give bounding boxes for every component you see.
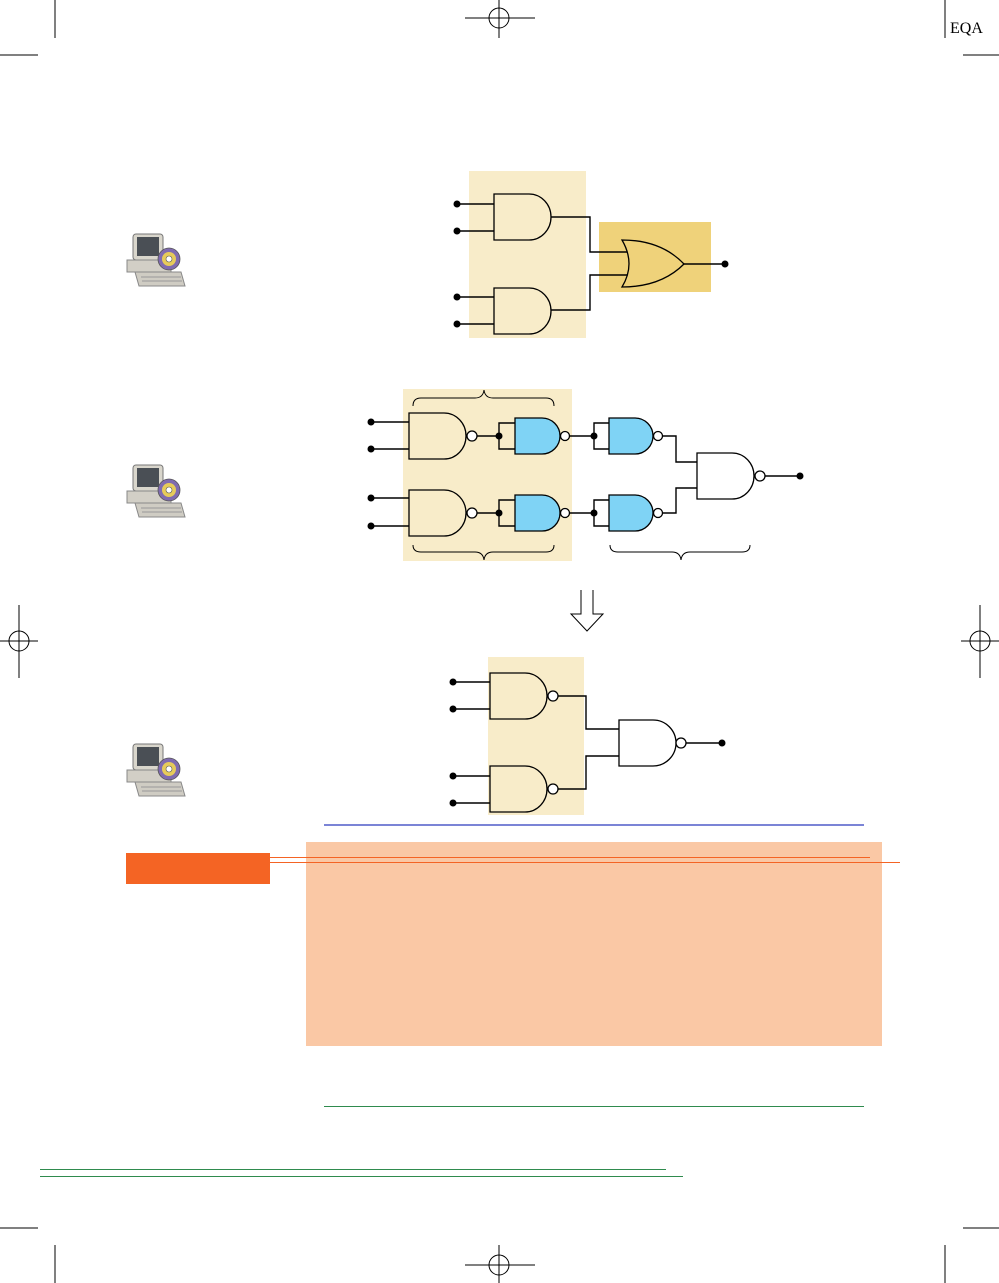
input-terminal: [449, 772, 457, 780]
inverter-nand-gate: [608, 494, 654, 532]
input-terminal: [367, 494, 375, 502]
footer-rule: [40, 1169, 666, 1170]
computer-cd-icon: [126, 464, 186, 518]
banner-rule: [270, 857, 870, 858]
and-gate: [493, 193, 552, 241]
nand-bubble: [652, 507, 664, 519]
input-terminal: [449, 799, 457, 807]
junction-dot: [590, 432, 598, 440]
nand-gate: [489, 765, 548, 813]
section-rule-green: [324, 1106, 864, 1107]
input-terminal: [367, 418, 375, 426]
or-gate: [620, 239, 685, 288]
input-terminal: [367, 445, 375, 453]
input-terminal: [367, 522, 375, 530]
nand-gate: [408, 412, 467, 460]
nand-bubble: [675, 737, 687, 749]
nand-bubble: [652, 430, 664, 442]
input-terminal: [453, 293, 461, 301]
banner-rule: [270, 862, 900, 863]
junction-dot: [495, 509, 503, 517]
computer-cd-icon: [126, 743, 186, 797]
and-gate: [493, 287, 552, 335]
computer-cd-icon: [126, 233, 186, 287]
footer-rule: [40, 1176, 683, 1177]
input-terminal: [449, 678, 457, 686]
nand-bubble: [466, 507, 478, 519]
junction-dot: [495, 432, 503, 440]
nand-bubble: [559, 507, 571, 519]
input-terminal: [453, 200, 461, 208]
input-terminal: [453, 320, 461, 328]
nand-gate: [489, 672, 548, 720]
inverter-nand-gate: [514, 494, 561, 532]
nand-bubble: [754, 470, 766, 482]
brace-bottom: [609, 544, 751, 561]
inverter-nand-gate: [514, 417, 561, 455]
output-terminal: [718, 739, 726, 747]
brace-bottom: [412, 544, 555, 561]
input-terminal: [453, 227, 461, 235]
input-terminal: [449, 705, 457, 713]
output-terminal: [796, 472, 804, 480]
section-rule-blue: [324, 824, 864, 826]
nand-gate: [408, 489, 467, 537]
nand-bubble: [547, 783, 559, 795]
brace-top: [412, 389, 555, 407]
nand-gate: [696, 452, 755, 500]
page-header-tag: EQA: [950, 20, 983, 37]
junction-dot: [590, 509, 598, 517]
nand-bubble: [466, 430, 478, 442]
inverter-nand-gate: [608, 417, 654, 455]
note-box: [306, 842, 882, 1046]
nand-bubble: [559, 430, 571, 442]
nand-bubble: [547, 690, 559, 702]
output-terminal: [721, 260, 729, 268]
note-banner: [126, 853, 270, 884]
